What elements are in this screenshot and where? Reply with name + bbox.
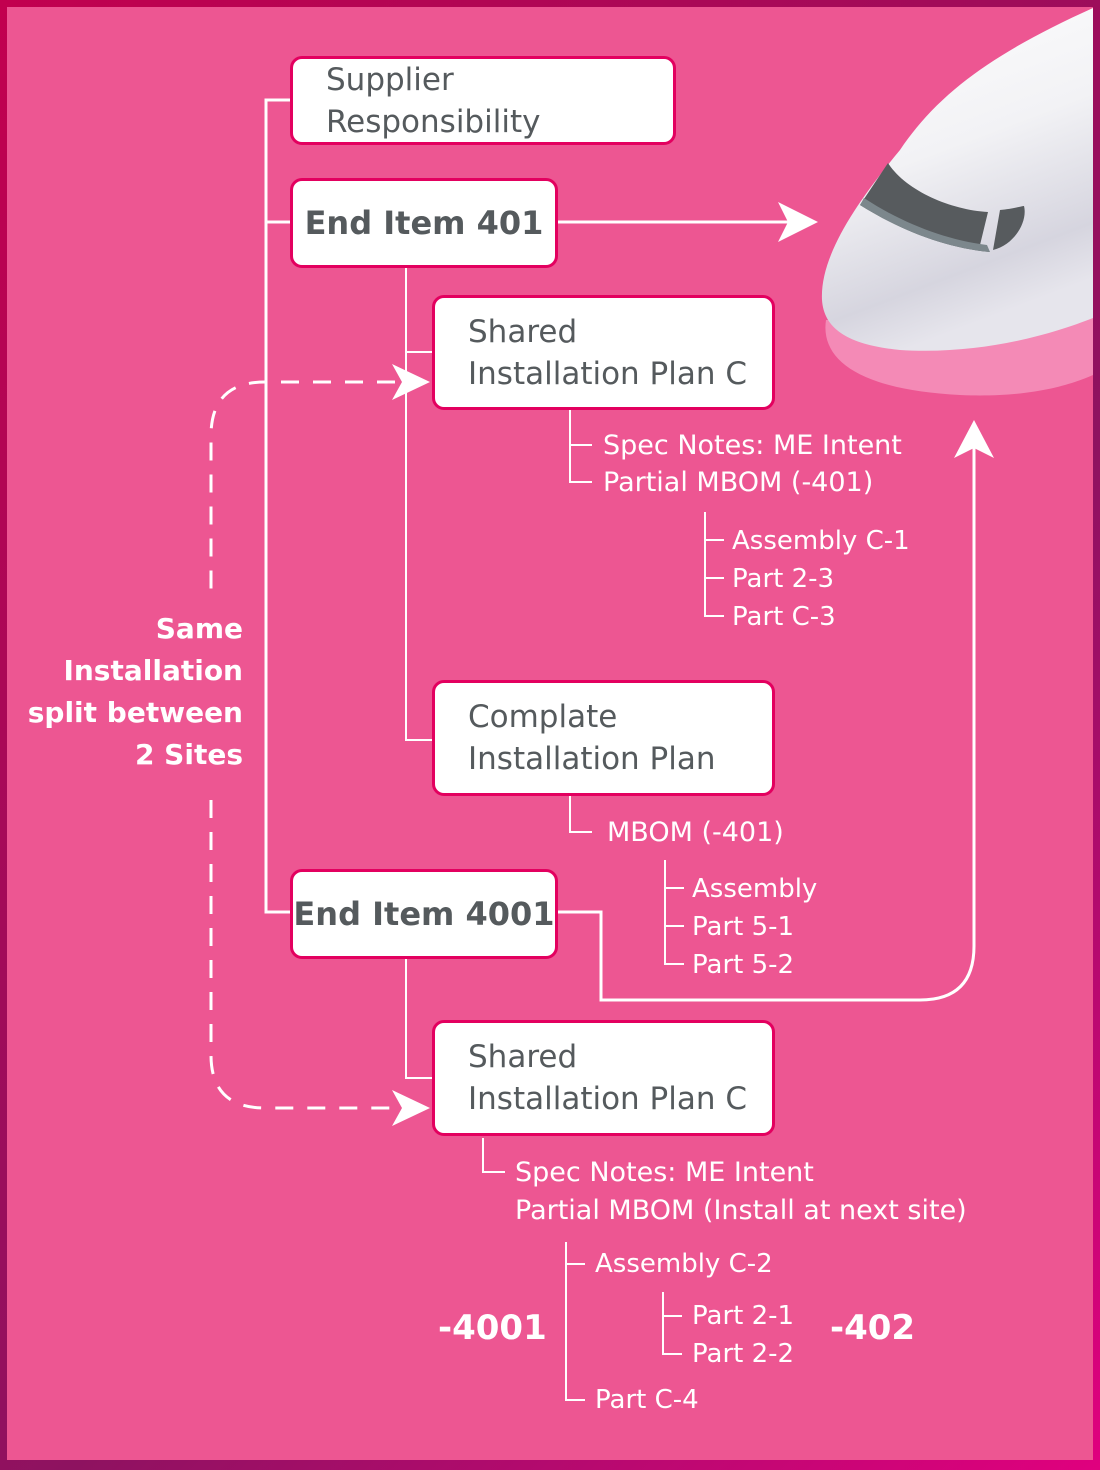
- label-4001: -4001: [438, 1308, 547, 1348]
- end-item-4001-box: End Item 4001: [290, 869, 558, 959]
- connector-lines: [209, 8, 1093, 1401]
- side-note-line: Installation: [63, 654, 243, 687]
- partial-mbom-top: Partial MBOM (-401): [603, 467, 874, 498]
- tree-top-child: Assembly C-1: [732, 526, 910, 556]
- box-label-line1: Shared: [468, 313, 578, 350]
- spec-notes-bottom: Spec Notes: ME Intent: [515, 1157, 814, 1188]
- tree-top-child: Part 2-3: [732, 564, 835, 594]
- side-note-line: split between: [27, 696, 243, 729]
- supplier-responsibility-box: Supplier Responsibility: [290, 56, 676, 145]
- complete-installation-plan-box: Complate Installation Plan: [432, 680, 775, 796]
- box-label-line1: Complate: [468, 699, 618, 735]
- box-label: End Item 4001: [293, 895, 555, 933]
- side-note-line: 2 Sites: [134, 738, 243, 771]
- box-label-line1: Shared: [468, 1039, 578, 1075]
- end-item-401-box: End Item 401: [290, 178, 558, 268]
- tree-complete-child: Part 5-2: [692, 950, 795, 980]
- tree-complete-child: Assembly: [692, 874, 818, 904]
- partial-mbom-bottom: Partial MBOM (Install at next site): [515, 1195, 967, 1226]
- side-note: Same Installation split between 2 Sites: [7, 608, 243, 776]
- box-label: End Item 401: [304, 204, 544, 242]
- airplane-nose-icon: [821, 8, 1093, 396]
- box-label: Supplier Responsibility: [326, 61, 541, 140]
- spec-notes-top: Spec Notes: ME Intent: [603, 430, 902, 461]
- assembly-c-2: Assembly C-2: [595, 1249, 773, 1279]
- diagram-canvas: Supplier Responsibility End Item 401 Sha…: [7, 7, 1093, 1460]
- sub-part: Part 2-2: [692, 1339, 795, 1369]
- label-402: -402: [830, 1308, 916, 1348]
- tree-top-child: Part C-3: [732, 602, 836, 632]
- side-note-line: Same: [155, 612, 243, 645]
- mbom-401: MBOM (-401): [607, 817, 784, 848]
- part-c-4: Part C-4: [595, 1385, 699, 1415]
- box-label-line2: Installation Plan C: [468, 1081, 747, 1117]
- shared-installation-plan-c-bottom-box: Shared Installation Plan C: [432, 1020, 775, 1136]
- box-label-line2: Installation Plan C: [468, 355, 747, 392]
- box-label-line2: Installation Plan: [468, 741, 716, 777]
- sub-part: Part 2-1: [692, 1301, 795, 1331]
- tree-complete-child: Part 5-1: [692, 912, 795, 942]
- shared-installation-plan-c-top-box: Shared Installation Plan C: [432, 295, 775, 410]
